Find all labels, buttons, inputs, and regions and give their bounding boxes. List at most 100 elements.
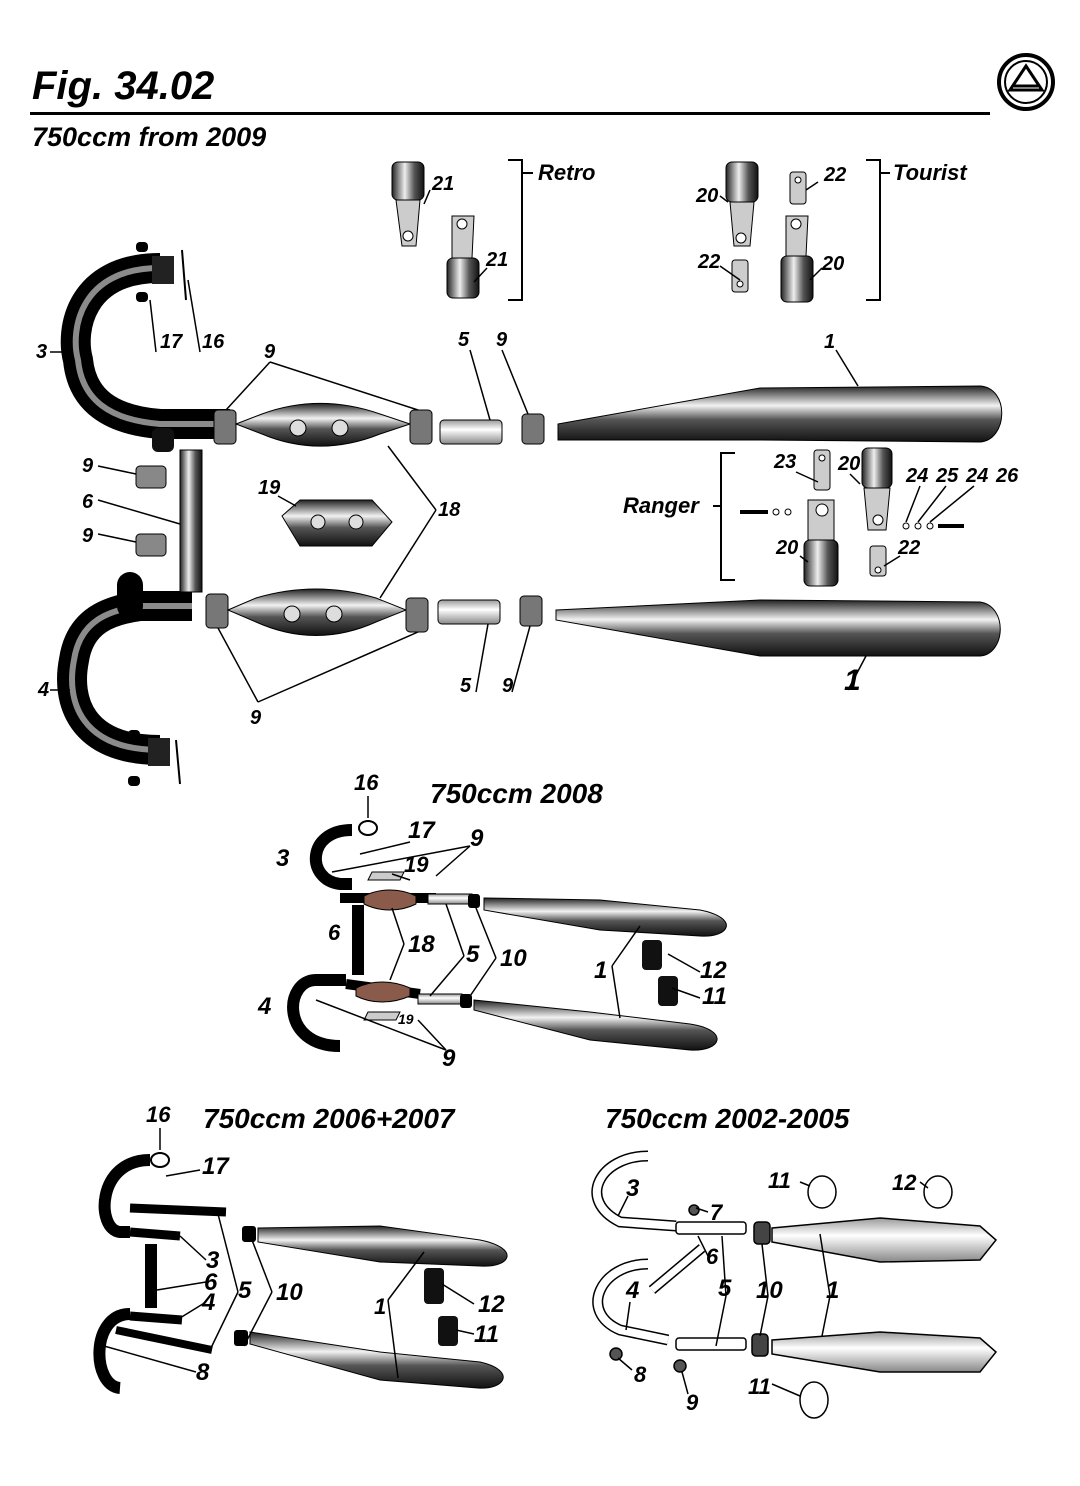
callout-main-22: 22 bbox=[897, 537, 920, 559]
clamp-lower-1 bbox=[205, 593, 229, 629]
group-label-retro: Retro bbox=[538, 160, 596, 185]
callout-main-24: 24 bbox=[905, 465, 928, 487]
callout-s2008-3: 3 bbox=[276, 845, 290, 872]
callout-s2002-4: 4 bbox=[625, 1277, 639, 1304]
callout-s2002-12: 12 bbox=[892, 1170, 917, 1195]
callout-s2008-19: 19 bbox=[398, 1011, 414, 1027]
callout-s2008-11: 11 bbox=[702, 983, 727, 1010]
callout-s2006-5: 5 bbox=[238, 1277, 252, 1304]
callout-s2002-11: 11 bbox=[748, 1374, 771, 1399]
callout-s2008-5: 5 bbox=[466, 941, 480, 968]
assembly-2002-2005 bbox=[591, 1150, 998, 1419]
callout-s2008-9: 9 bbox=[470, 825, 484, 852]
clamp-9-b bbox=[135, 533, 167, 557]
callout-main-9: 9 bbox=[264, 341, 276, 363]
callout-s2006-3: 3 bbox=[206, 1247, 220, 1274]
catalyst-lower bbox=[226, 588, 408, 636]
brand-logo-icon bbox=[997, 53, 1055, 111]
callout-main-20: 20 bbox=[837, 453, 860, 475]
callout-main-6: 6 bbox=[82, 491, 94, 513]
callout-s2006-8: 8 bbox=[196, 1359, 210, 1386]
callout-main-9: 9 bbox=[250, 707, 262, 729]
callout-main-26: 26 bbox=[995, 465, 1019, 487]
callout-main-24: 24 bbox=[965, 465, 988, 487]
clamp-upper-2 bbox=[409, 409, 433, 445]
clamp-lower-2 bbox=[405, 597, 429, 633]
clamp-lower-3 bbox=[519, 595, 543, 627]
callout-s2002-10: 10 bbox=[756, 1277, 783, 1304]
header-pipe-left-lower bbox=[57, 572, 192, 786]
section-title-2006-2007: 750ccm 2006+2007 bbox=[203, 1103, 455, 1134]
header-pipe-left-upper bbox=[60, 242, 230, 452]
callout-s2006-12: 12 bbox=[478, 1291, 505, 1318]
heat-shield bbox=[281, 499, 393, 547]
figure-subtitle: 750ccm from 2009 bbox=[32, 122, 267, 152]
callout-s2002-1: 1 bbox=[826, 1277, 839, 1304]
callout-s2002-8: 8 bbox=[634, 1362, 647, 1387]
callout-s2002-6: 6 bbox=[706, 1244, 719, 1269]
ranger-clamps bbox=[740, 447, 964, 587]
catalyst-upper bbox=[234, 403, 412, 447]
callout-s2006-17: 17 bbox=[202, 1153, 230, 1180]
retro-clamps bbox=[391, 161, 480, 299]
callout-s2006-1: 1 bbox=[374, 1294, 386, 1319]
callout-main-22: 22 bbox=[697, 251, 720, 273]
crossover-pipe bbox=[179, 449, 203, 593]
callout-main-9: 9 bbox=[496, 329, 508, 351]
callout-s2008-6: 6 bbox=[328, 920, 341, 945]
callout-s2008-18: 18 bbox=[408, 931, 435, 958]
clamp-9-a bbox=[135, 465, 167, 489]
title-rule bbox=[30, 112, 990, 115]
callout-s2008-12: 12 bbox=[700, 957, 727, 984]
callout-main-1: 1 bbox=[844, 664, 861, 697]
connector-pipe-lower bbox=[437, 599, 501, 625]
callout-s2006-6: 6 bbox=[204, 1269, 218, 1296]
callout-s2006-10: 10 bbox=[276, 1279, 303, 1306]
callout-main-9: 9 bbox=[82, 455, 94, 477]
callout-s2002-3: 3 bbox=[626, 1175, 640, 1202]
callout-main-22: 22 bbox=[823, 164, 846, 186]
callout-s2006-4: 4 bbox=[201, 1289, 215, 1316]
assembly-2006-2007 bbox=[93, 1152, 508, 1394]
callout-main-25: 25 bbox=[935, 465, 959, 487]
callout-s2006-16: 16 bbox=[146, 1102, 171, 1127]
connector-pipe-upper bbox=[439, 419, 503, 445]
callout-s2002-7: 7 bbox=[710, 1200, 724, 1225]
callout-s2006-11: 11 bbox=[474, 1321, 499, 1348]
callout-main-17: 17 bbox=[160, 331, 183, 353]
callout-s2008-1: 1 bbox=[594, 957, 607, 984]
group-label-tourist: Tourist bbox=[893, 160, 967, 185]
clamp-upper-1 bbox=[213, 409, 237, 445]
callout-s2002-9: 9 bbox=[686, 1390, 699, 1415]
silencer-lower bbox=[555, 599, 1001, 657]
callout-main-23: 23 bbox=[773, 451, 796, 473]
callout-main-1: 1 bbox=[824, 331, 835, 353]
callout-main-9: 9 bbox=[502, 675, 514, 697]
callout-s2008-9: 9 bbox=[442, 1045, 456, 1072]
leader-lines bbox=[50, 181, 975, 1397]
callout-main-19: 19 bbox=[258, 477, 281, 499]
callout-s2008-17: 17 bbox=[408, 817, 436, 844]
callout-s2002-11: 11 bbox=[768, 1168, 791, 1193]
group-label-ranger: Ranger bbox=[623, 493, 699, 518]
callout-main-20: 20 bbox=[775, 537, 798, 559]
tourist-clamps bbox=[725, 161, 814, 303]
callout-main-21: 21 bbox=[431, 173, 454, 195]
callout-main-3: 3 bbox=[36, 341, 47, 363]
callout-s2008-16: 16 bbox=[354, 770, 379, 795]
callout-main-4: 4 bbox=[37, 679, 49, 701]
figure-title: Fig. 34.02 bbox=[32, 64, 215, 108]
section-title-2008: 750ccm 2008 bbox=[430, 778, 603, 809]
section-title-2002-2005: 750ccm 2002-2005 bbox=[605, 1103, 850, 1134]
bracket-ranger bbox=[713, 452, 735, 581]
callout-main-20: 20 bbox=[695, 185, 718, 207]
callout-main-5: 5 bbox=[458, 329, 470, 351]
callout-s2008-19: 19 bbox=[404, 852, 429, 877]
silencer-upper bbox=[557, 385, 1003, 443]
callout-main-18: 18 bbox=[438, 499, 461, 521]
callout-main-5: 5 bbox=[460, 675, 472, 697]
bracket-tourist bbox=[866, 159, 890, 301]
